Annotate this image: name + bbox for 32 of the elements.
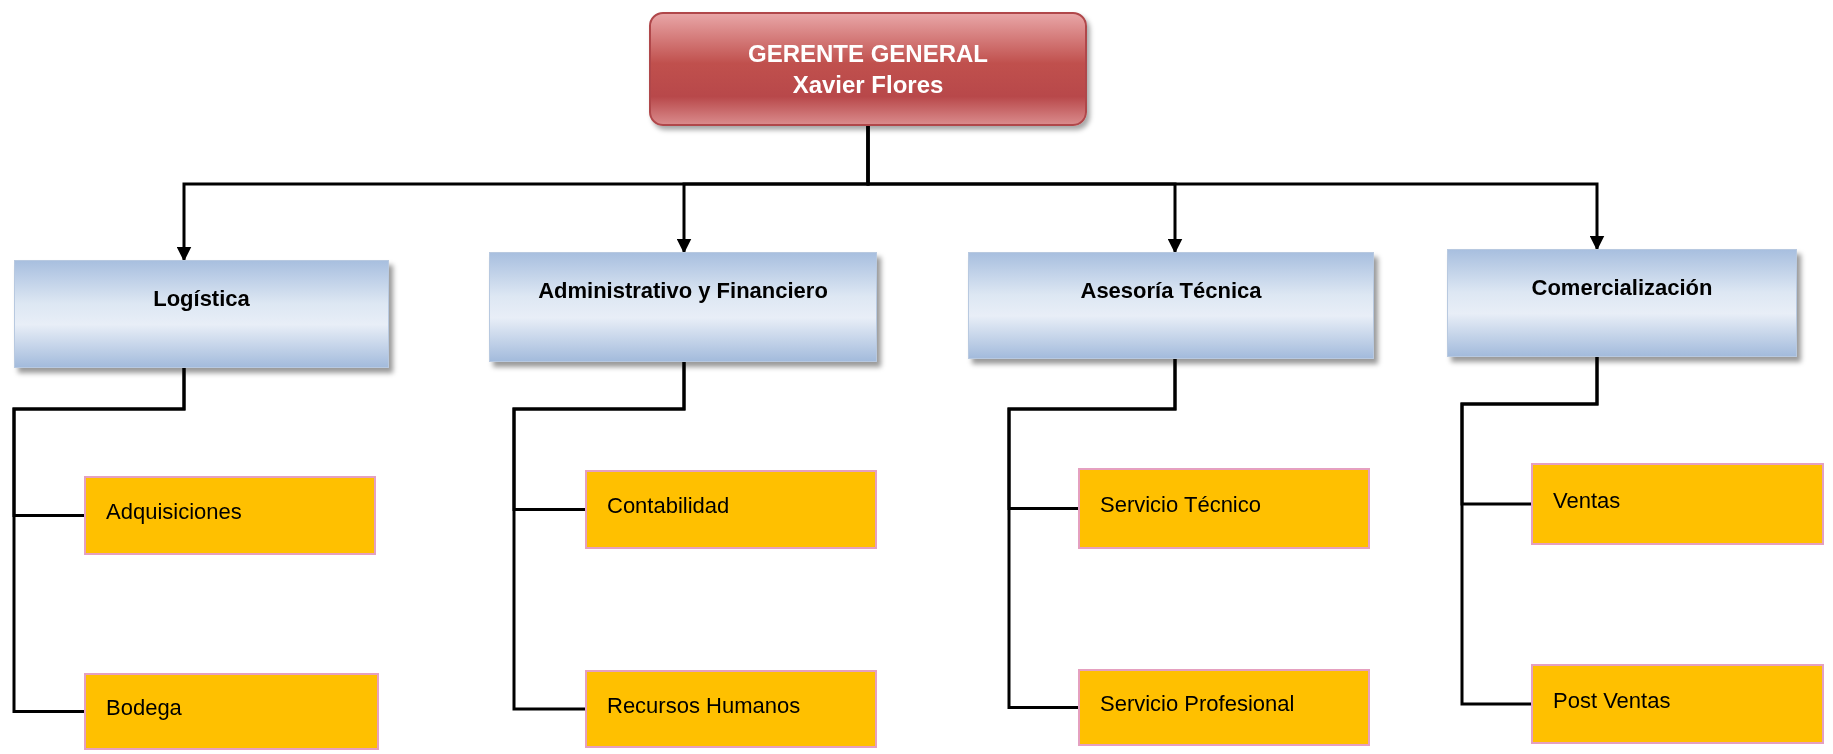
unit-box (1531, 463, 1824, 545)
connector-line (512, 362, 686, 711)
department-box (489, 252, 877, 362)
unit-box (84, 673, 379, 750)
box-label: Ventas (1553, 486, 1621, 515)
unit-box (84, 476, 376, 555)
box-label: Servicio Profesional (1100, 690, 1295, 719)
unit-box (1078, 669, 1370, 746)
unit-box (585, 470, 877, 549)
unit-box (1531, 664, 1824, 744)
box-label: Contabilidad (607, 492, 730, 521)
connector-line (1007, 359, 1177, 709)
box-label: Servicio Técnico (1100, 491, 1261, 520)
department-box (14, 260, 389, 368)
manager-box (649, 12, 1087, 126)
connector-line (12, 368, 186, 713)
box-label: Post Ventas (1553, 686, 1671, 715)
box-label: GERENTE GENERAL (748, 38, 988, 69)
unit-box (585, 670, 877, 748)
department-box (968, 252, 1374, 359)
box-label: Administrativo y Financiero (538, 277, 828, 305)
department-box (1447, 249, 1797, 357)
box-label: Bodega (106, 694, 182, 723)
connector-line (1460, 357, 1599, 706)
box-label: Logística (153, 285, 250, 313)
box-label: Asesoría Técnica (1080, 277, 1262, 305)
box-label: Adquisiciones (106, 498, 242, 527)
box-label: Recursos Humanos (607, 691, 801, 720)
connector-line (866, 126, 1605, 251)
box-label: Xavier Flores (792, 70, 944, 100)
box-label: Comercialización (1531, 274, 1713, 302)
unit-box (1078, 468, 1370, 549)
